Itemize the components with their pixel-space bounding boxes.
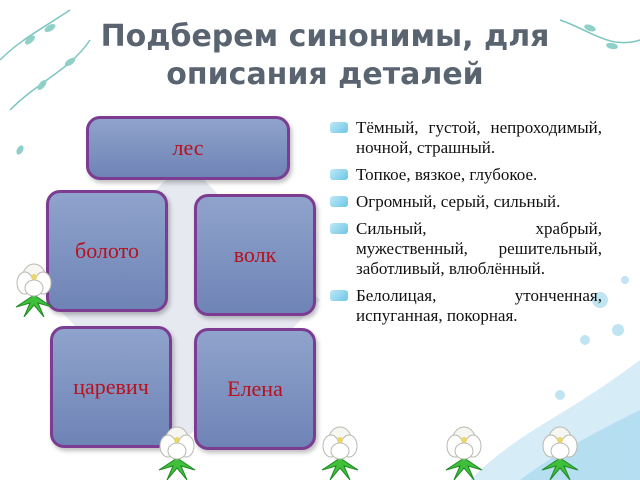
synonym-item: Топкое, вязкое, глубокое. [330, 165, 602, 185]
white-flower-icon [15, 263, 53, 317]
white-flower-icon [321, 426, 359, 480]
synonym-text: Огромный, серый, сильный. [356, 192, 561, 211]
title-line-1: Подберем синонимы, для [100, 19, 550, 54]
synonym-item: Сильный, храбрый, мужественный, решитель… [330, 219, 602, 279]
white-flower-icon [541, 426, 579, 480]
cyan-bullet-icon [330, 290, 348, 301]
synonym-text: Тёмный, густой, непроходимый, ночной, ст… [356, 118, 602, 157]
title-line-2: описания деталей [166, 57, 484, 92]
synonym-text: Белолицая, утонченная, испуганная, покор… [356, 286, 602, 325]
cyan-bullet-icon [330, 169, 348, 180]
synonym-item: Тёмный, густой, непроходимый, ночной, ст… [330, 118, 602, 158]
word-box-volk: волк [194, 194, 316, 316]
white-flower-icon [445, 426, 483, 480]
word-box-tsarevich: царевич [50, 326, 172, 448]
synonym-text: Сильный, храбрый, мужественный, решитель… [356, 219, 602, 278]
synonym-item: Огромный, серый, сильный. [330, 192, 602, 212]
word-box-les: лес [86, 116, 290, 180]
synonym-list: Тёмный, густой, непроходимый, ночной, ст… [330, 118, 602, 333]
synonym-item: Белолицая, утонченная, испуганная, покор… [330, 286, 602, 326]
cyan-bullet-icon [330, 122, 348, 133]
word-box-boloto: болото [46, 190, 168, 312]
page-title: Подберем синонимы, для описания деталей [60, 18, 590, 94]
white-flower-icon [158, 426, 196, 480]
cyan-bullet-icon [330, 223, 348, 234]
cyan-bullet-icon [330, 196, 348, 207]
synonym-text: Топкое, вязкое, глубокое. [356, 165, 538, 184]
word-box-elena: Елена [194, 328, 316, 450]
